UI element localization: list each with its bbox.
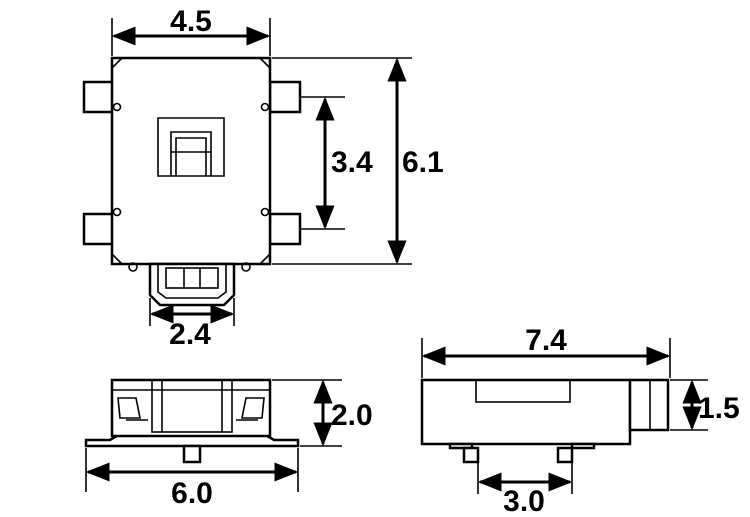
dimension-label-3-0: 3.0 [503, 485, 545, 517]
front-center-post [182, 444, 202, 464]
dimension-label-6-0: 6.0 [171, 477, 213, 510]
dimension-height-front: 2.0 [272, 379, 373, 447]
actuator-stem [128, 262, 251, 307]
front-view: 2.0 6.0 [84, 378, 373, 510]
top-view: 4.5 3.4 6.1 2.4 [82, 5, 444, 351]
side-plunger [628, 378, 670, 432]
right-pad-top [268, 80, 302, 114]
left-pad-bottom [82, 212, 116, 246]
dimension-lead-spacing-side: 3.0 [477, 462, 573, 517]
dimension-actuator-width: 2.4 [149, 298, 235, 351]
retention-dot [260, 207, 270, 217]
dimension-height-top: 6.1 [272, 57, 444, 265]
front-housing [110, 378, 272, 438]
dimension-width-front: 6.0 [85, 448, 299, 510]
side-housing [420, 378, 632, 446]
dimension-width-top: 4.5 [111, 5, 271, 56]
retention-dot [260, 102, 270, 112]
dimension-pad-spacing: 3.4 [300, 96, 373, 230]
actuator-marking [157, 117, 225, 177]
dimension-label-7-4: 7.4 [525, 324, 567, 357]
dimension-height-side: 1.5 [670, 379, 740, 431]
dimension-label-3-4: 3.4 [331, 146, 373, 179]
dimension-label-1-5: 1.5 [698, 392, 740, 425]
dimension-label-4-5: 4.5 [170, 5, 212, 38]
switch-housing [110, 56, 272, 266]
dimension-label-2-0: 2.0 [331, 399, 373, 432]
dimension-label-2-4: 2.4 [169, 318, 211, 351]
right-pad-bottom [268, 212, 302, 246]
dimension-length-side: 7.4 [421, 324, 671, 378]
retention-dot [112, 102, 122, 112]
retention-dot [112, 207, 122, 217]
left-pad-top [82, 80, 116, 114]
side-view: 7.4 1.5 3.0 [420, 324, 740, 517]
dimension-label-6-1: 6.1 [402, 146, 444, 179]
side-lead-right [570, 442, 596, 450]
